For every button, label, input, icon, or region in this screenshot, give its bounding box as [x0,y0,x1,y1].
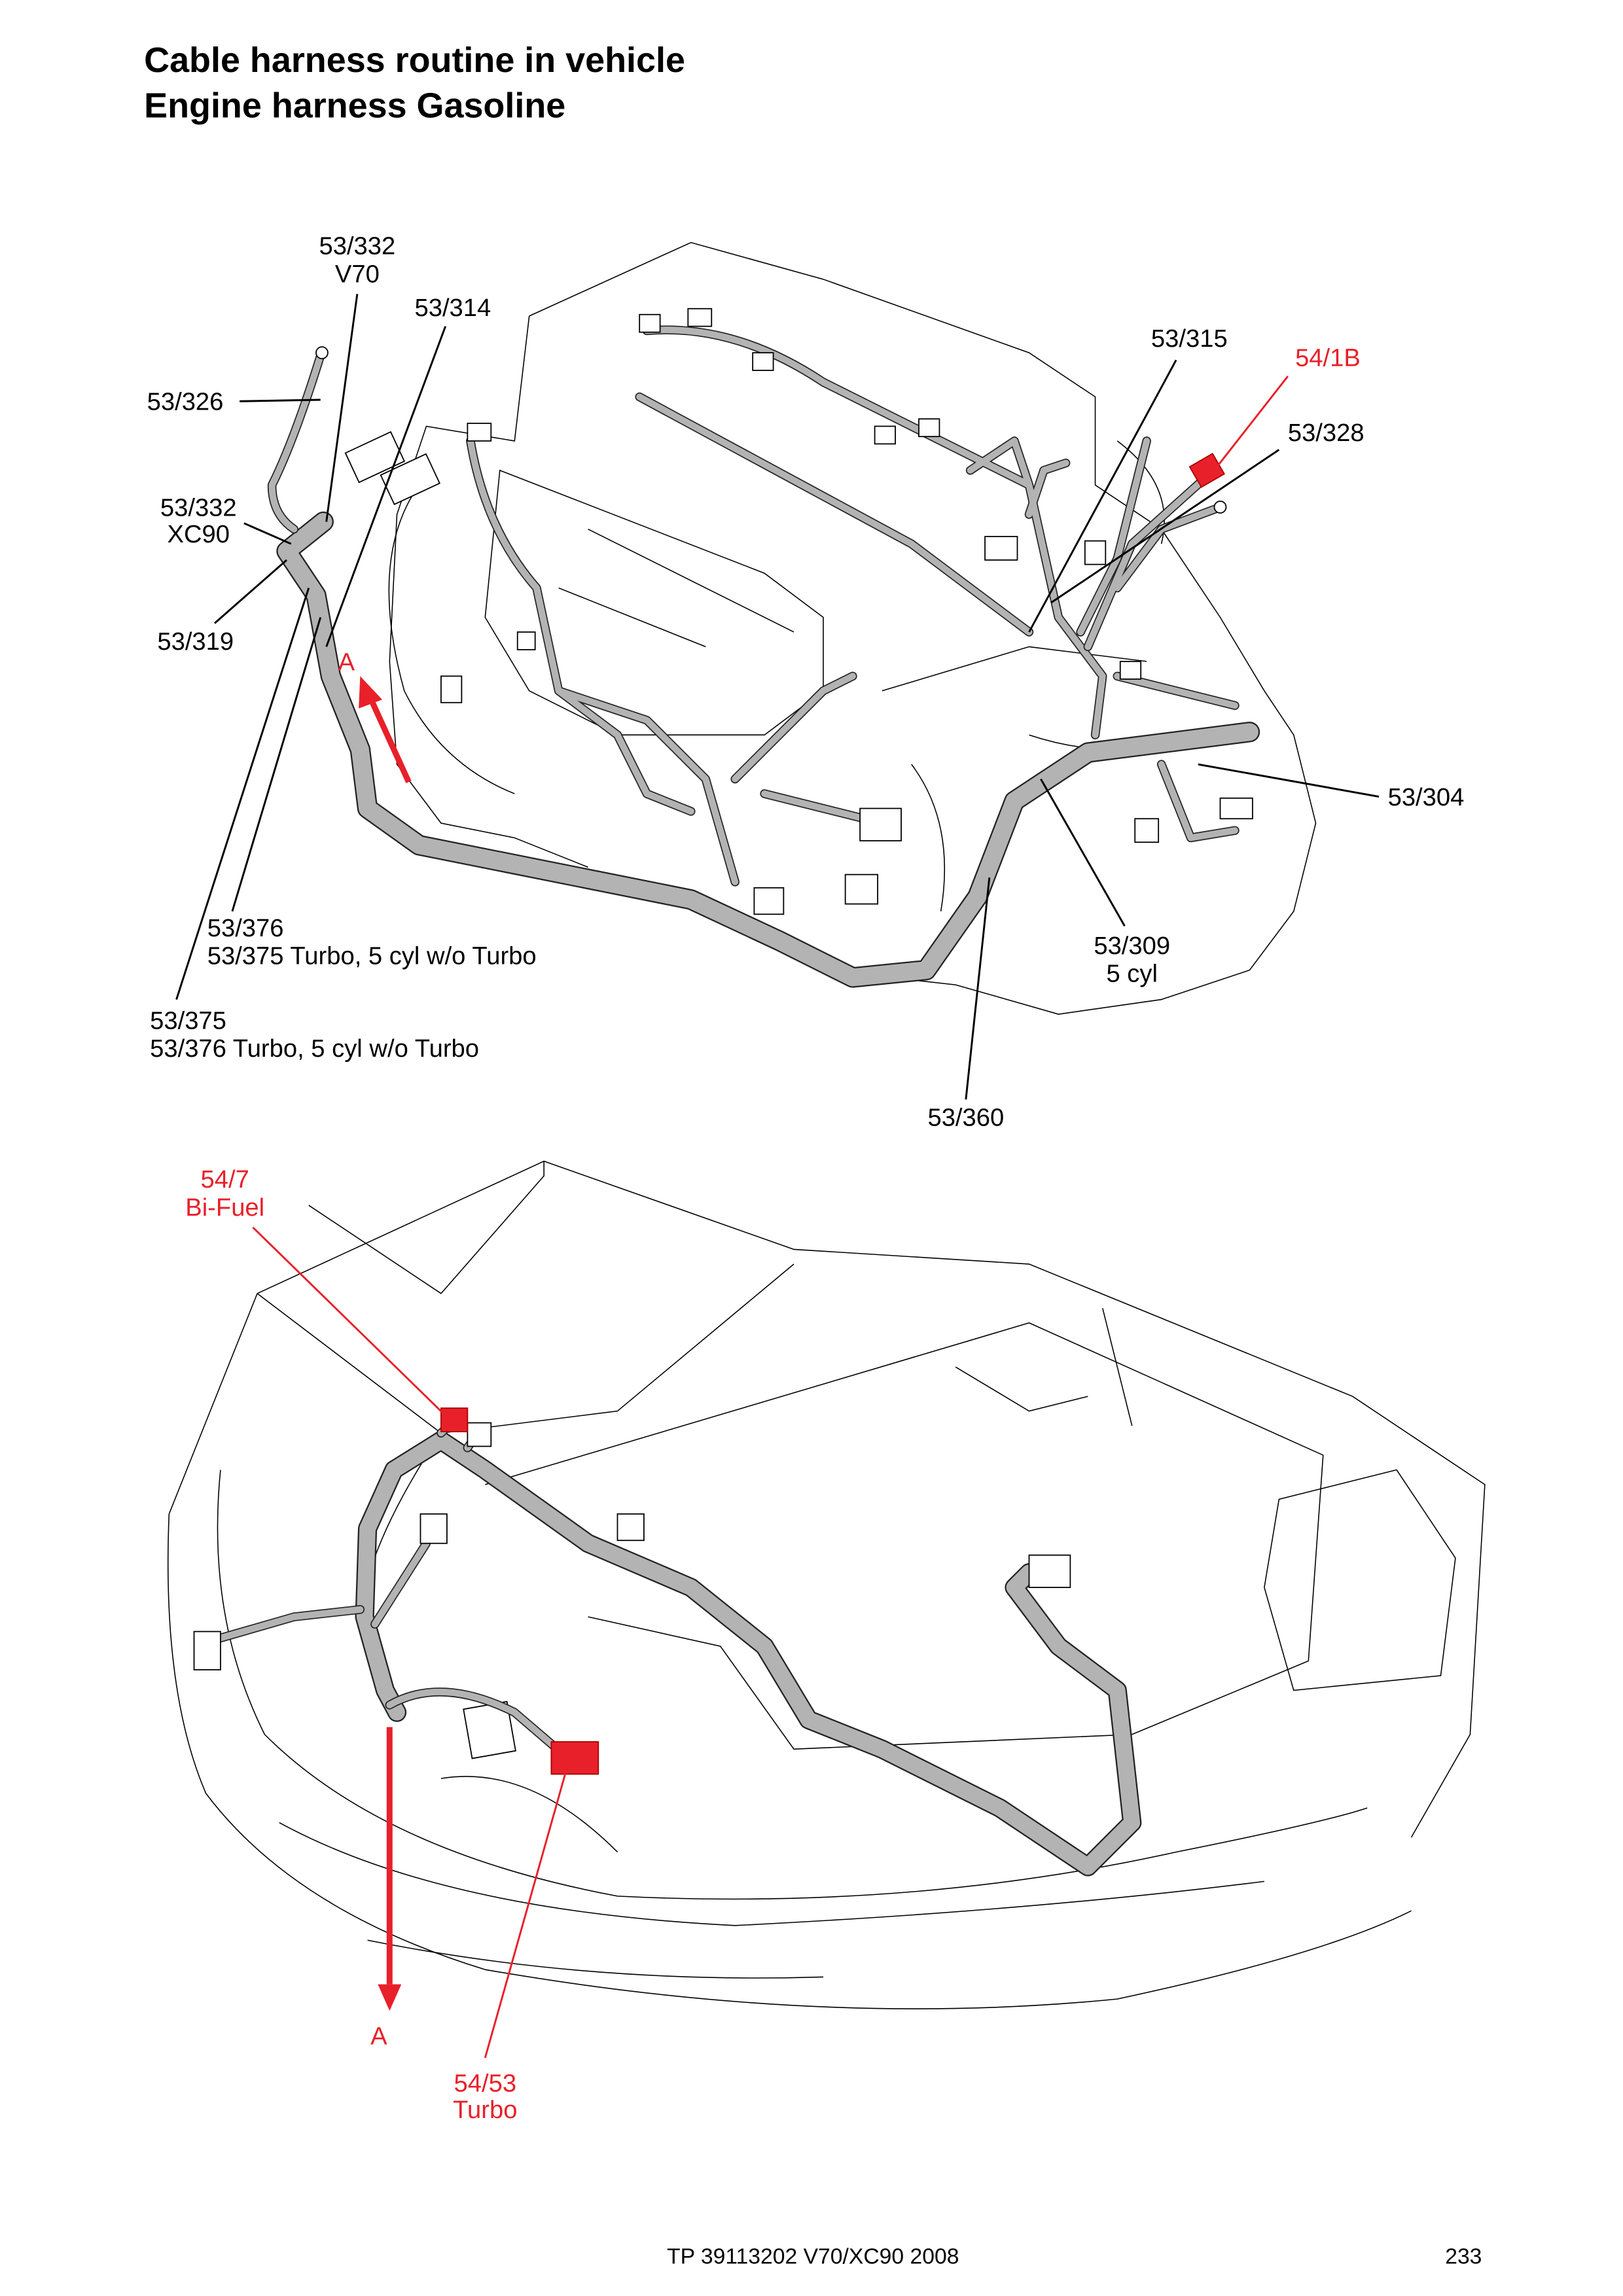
leader-lines [175,294,1380,1100]
label-53-360: 53/360 [927,1104,1004,1132]
page-title-line2: Engine harness Gasoline [144,86,565,126]
label-53-315: 53/315 [1151,325,1228,353]
page-title-line1: Cable harness routine in vehicle [144,41,685,80]
label-53-332-xc90-sub: XC90 [168,520,230,548]
label-53-332-v70-sub: V70 [335,260,380,288]
arrow-a-label-top: A [338,648,355,676]
label-53-332-xc90: 53/332 [160,493,237,521]
engine-outline [344,241,1317,1015]
label-53-309-sub: 5 cyl [1106,960,1158,988]
label-53-332-v70: 53/332 [319,232,395,260]
engine-harness-diagram: 53/332 V70 53/314 53/326 53/332 XC90 53/… [147,232,1465,1132]
label-53-376-sub: 53/375 Turbo, 5 cyl w/o Turbo [207,942,537,970]
vehicle-leader-lines [252,1226,567,2058]
label-53-314: 53/314 [414,294,491,322]
label-53-375: 53/375 [150,1006,226,1034]
label-53-376: 53/376 [207,914,284,942]
label-53-326: 53/326 [147,388,224,416]
page-number: 233 [1445,2244,1482,2269]
vehicle-outline [167,1160,1486,2009]
label-53-304: 53/304 [1388,783,1465,811]
arrow-a-label-bottom: A [370,2022,387,2051]
label-53-375-sub: 53/376 Turbo, 5 cyl w/o Turbo [150,1034,479,1063]
label-54-1b: 54/1B [1295,344,1361,372]
vehicle-harness-cables [193,1407,1142,1877]
label-53-319: 53/319 [157,627,234,656]
vehicle-harness-diagram: 54/7 Bi-Fuel A 54/53 Turbo [167,1160,1486,2124]
footer-doc-ref: TP 39113202 V70/XC90 2008 [667,2244,959,2269]
harness-cables [267,308,1260,988]
label-54-53-sub: Turbo [453,2096,517,2124]
label-54-7-sub: Bi-Fuel [185,1193,264,1222]
label-53-309: 53/309 [1094,932,1170,960]
label-53-328: 53/328 [1288,419,1364,447]
label-54-53: 54/53 [454,2070,517,2098]
label-54-7: 54/7 [201,1165,249,1193]
